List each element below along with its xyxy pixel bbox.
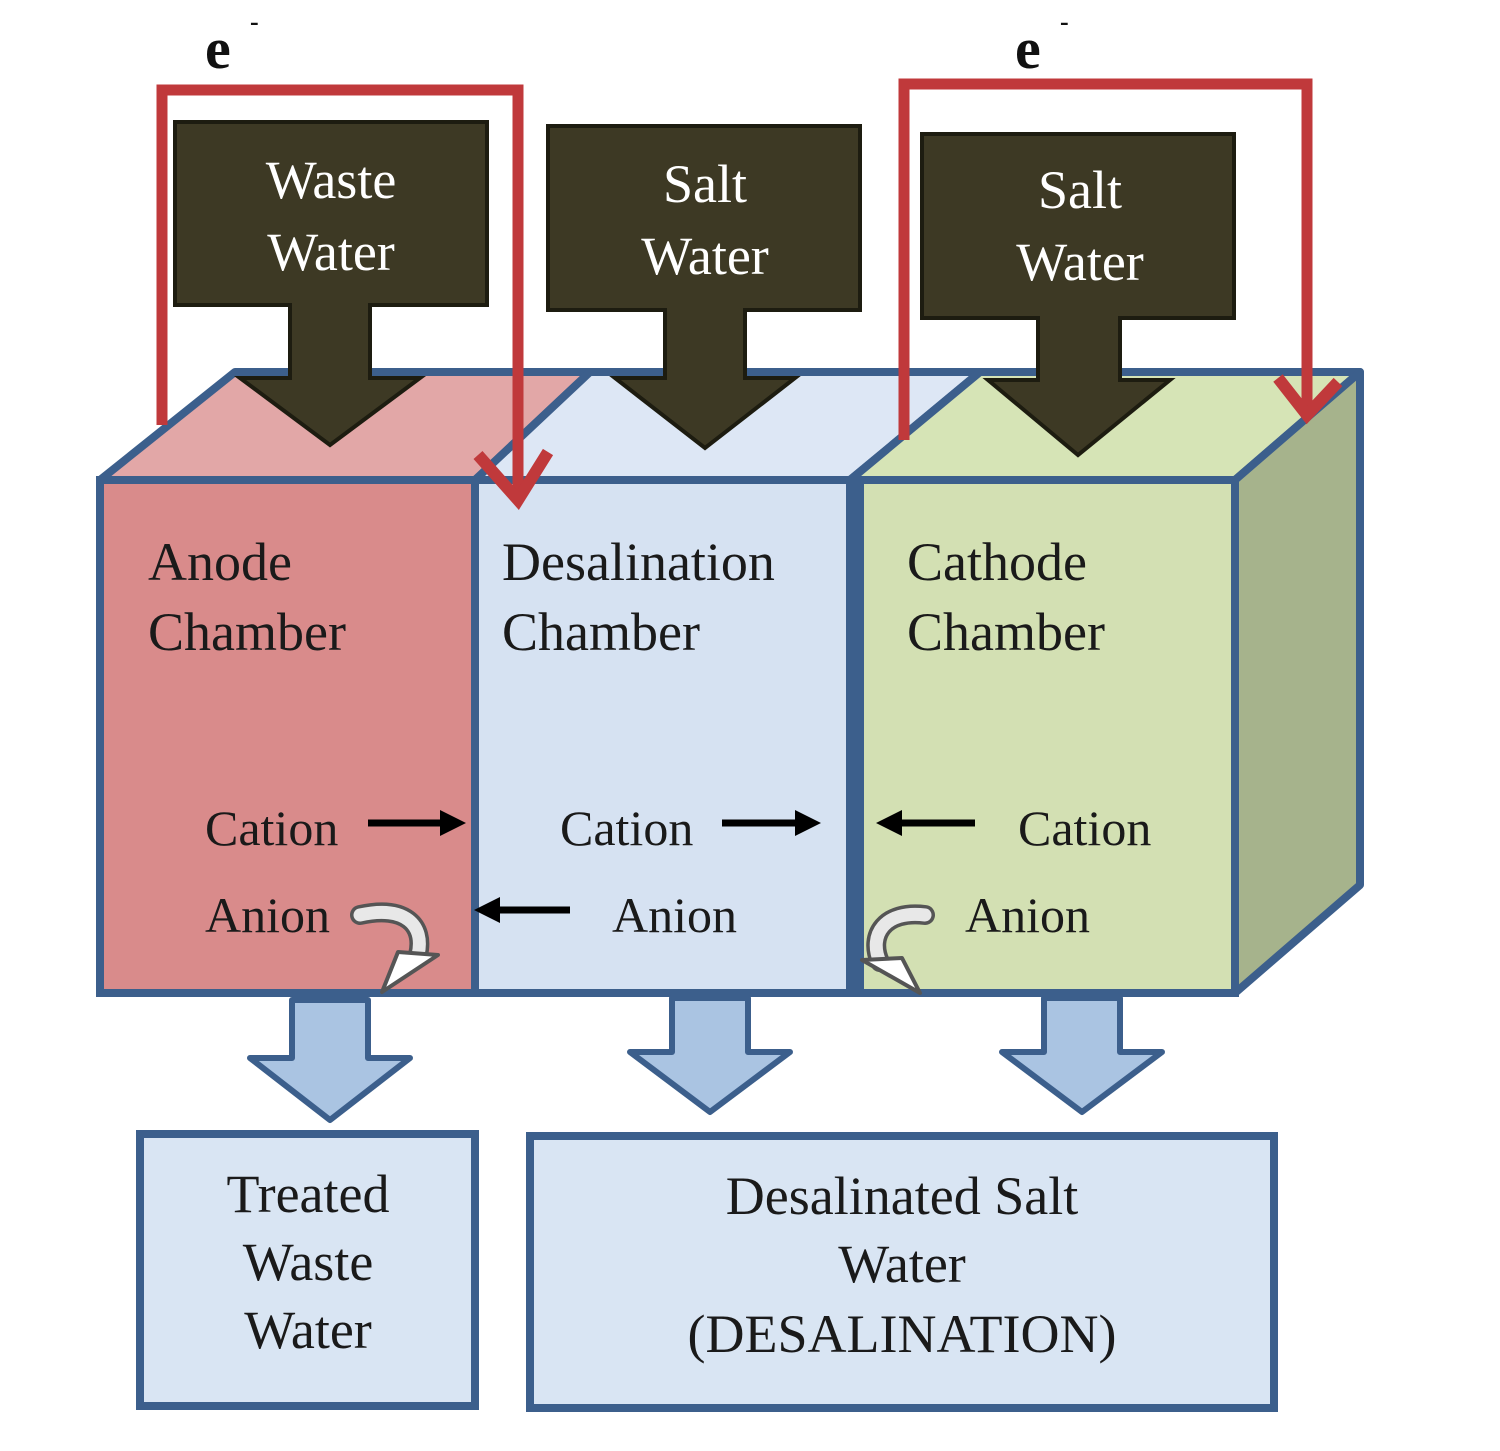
- input-arrow-waste-water: Waste Water: [173, 120, 489, 448]
- desalination-cation-arrow: [722, 810, 821, 836]
- input-arrow-salt-water-middle: Salt Water: [546, 124, 862, 451]
- desalination-chamber-label-line2: Chamber: [502, 602, 700, 662]
- input-arrow-salt-water-right: Salt Water: [920, 132, 1236, 458]
- side-face-cathode: [1231, 368, 1364, 997]
- anode-chamber: [96, 476, 479, 997]
- electron-circuit-right: [898, 78, 1343, 440]
- output-arrow-cathode: [999, 995, 1165, 1115]
- electron-charge: -: [1060, 7, 1069, 36]
- input-label-line1: Salt: [663, 154, 747, 214]
- cathode-anion-curved-arrow: [860, 904, 935, 995]
- anode-cation-label: Cation: [205, 800, 338, 856]
- electron-symbol-left: e -: [205, 7, 259, 81]
- treated-line1: Treated: [227, 1164, 390, 1224]
- desalinated-line2: Water: [838, 1234, 966, 1294]
- input-label-line2: Water: [1016, 232, 1144, 292]
- treated-line2: Waste: [243, 1232, 374, 1292]
- output-box-treated-waste-water: Treated Waste Water: [136, 1130, 479, 1410]
- output-arrow-anode: [247, 997, 413, 1123]
- anode-anion-curved-arrow: [350, 902, 440, 994]
- cathode-cation-arrow: [876, 810, 975, 836]
- input-label-line1: Waste: [266, 150, 397, 210]
- desalination-anion-label: Anion: [612, 887, 737, 943]
- desalination-chamber-label-line1: Desalination: [502, 532, 775, 592]
- input-label-line2: Water: [641, 226, 769, 286]
- anode-cation-arrow: [368, 810, 466, 836]
- treated-line3: Water: [244, 1300, 372, 1360]
- electron-letter: e: [1015, 16, 1041, 81]
- desalinated-line1: Desalinated Salt: [726, 1166, 1078, 1226]
- anode-chamber-label-line2: Chamber: [148, 602, 346, 662]
- anode-anion-label: Anion: [205, 887, 330, 943]
- input-label-line2: Water: [267, 222, 395, 282]
- electron-symbol-right: e -: [1015, 7, 1069, 81]
- cathode-anion-label: Anion: [965, 887, 1090, 943]
- input-label-line1: Salt: [1038, 160, 1122, 220]
- cathode-chamber-label-line1: Cathode: [907, 532, 1087, 592]
- electron-charge: -: [250, 7, 259, 36]
- output-box-desalinated-salt-water: Desalinated Salt Water (DESALINATION): [526, 1132, 1278, 1412]
- output-arrow-desalination: [627, 995, 793, 1115]
- desalination-anion-arrow: [474, 897, 570, 923]
- cathode-cation-label: Cation: [1018, 800, 1151, 856]
- electron-circuit-left: [156, 84, 554, 510]
- desalinated-line3: (DESALINATION): [688, 1304, 1117, 1364]
- cathode-chamber-label-line2: Chamber: [907, 602, 1105, 662]
- desalination-cation-label: Cation: [560, 800, 693, 856]
- electron-letter: e: [205, 16, 231, 81]
- anode-chamber-label-line1: Anode: [148, 532, 292, 592]
